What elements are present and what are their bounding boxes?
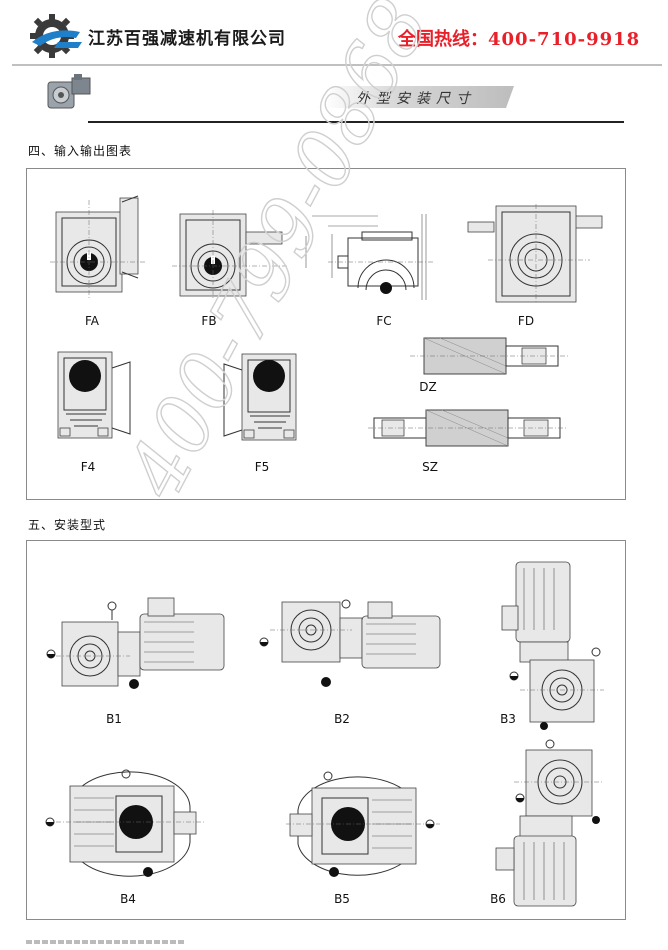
b5-label: B5	[334, 892, 350, 906]
mount-diagram-panel	[26, 540, 626, 920]
gearbox-thumbnail	[44, 72, 94, 114]
dz-label: DZ	[419, 380, 437, 394]
b3-diagram	[501, 561, 604, 730]
b5-diagram	[286, 771, 440, 877]
sz-shaft-diagram	[368, 409, 566, 447]
f4-label: F4	[80, 460, 96, 474]
fd-label: FD	[517, 314, 535, 328]
fb-label: FB	[201, 314, 217, 328]
dz-shaft-diagram	[410, 337, 568, 375]
b4-diagram	[45, 769, 204, 877]
fd-diagram	[467, 204, 603, 304]
company-logo	[22, 12, 86, 60]
fa-diagram	[50, 195, 146, 300]
b2-label: B2	[334, 712, 350, 726]
sz-label: SZ	[422, 460, 438, 474]
io-diagram-panel	[26, 168, 626, 500]
mount-section-heading: 五、安装型式	[28, 518, 107, 532]
fc-label: FC	[376, 314, 392, 328]
hotline: 全国热线：400-710-9918	[398, 25, 640, 51]
hotline-label: 全国热线：	[398, 29, 488, 50]
b1-label: B1	[106, 712, 122, 726]
io-section-heading: 四、输入输出图表	[28, 144, 133, 158]
fc-diagram	[305, 214, 434, 300]
fb-diagram	[172, 210, 288, 300]
f5-label: F5	[254, 460, 270, 474]
footer-rule	[26, 940, 186, 944]
f5-diagram	[223, 353, 297, 441]
b4-label: B4	[120, 892, 136, 906]
b3-label: B3	[500, 712, 516, 726]
section-title: 外型安装尺寸	[356, 91, 476, 107]
section-title-bar	[324, 86, 514, 108]
b2-diagram	[259, 599, 441, 687]
b1-diagram	[46, 597, 225, 689]
company-name: 江苏百强减速机有限公司	[88, 29, 286, 49]
f4-diagram	[57, 351, 131, 439]
b6-diagram	[495, 739, 602, 907]
header-divider	[12, 64, 662, 66]
title-rule	[88, 121, 624, 123]
hotline-number: 400-710-9918	[488, 29, 641, 50]
b6-label: B6	[490, 892, 506, 906]
fa-label: FA	[84, 314, 99, 328]
